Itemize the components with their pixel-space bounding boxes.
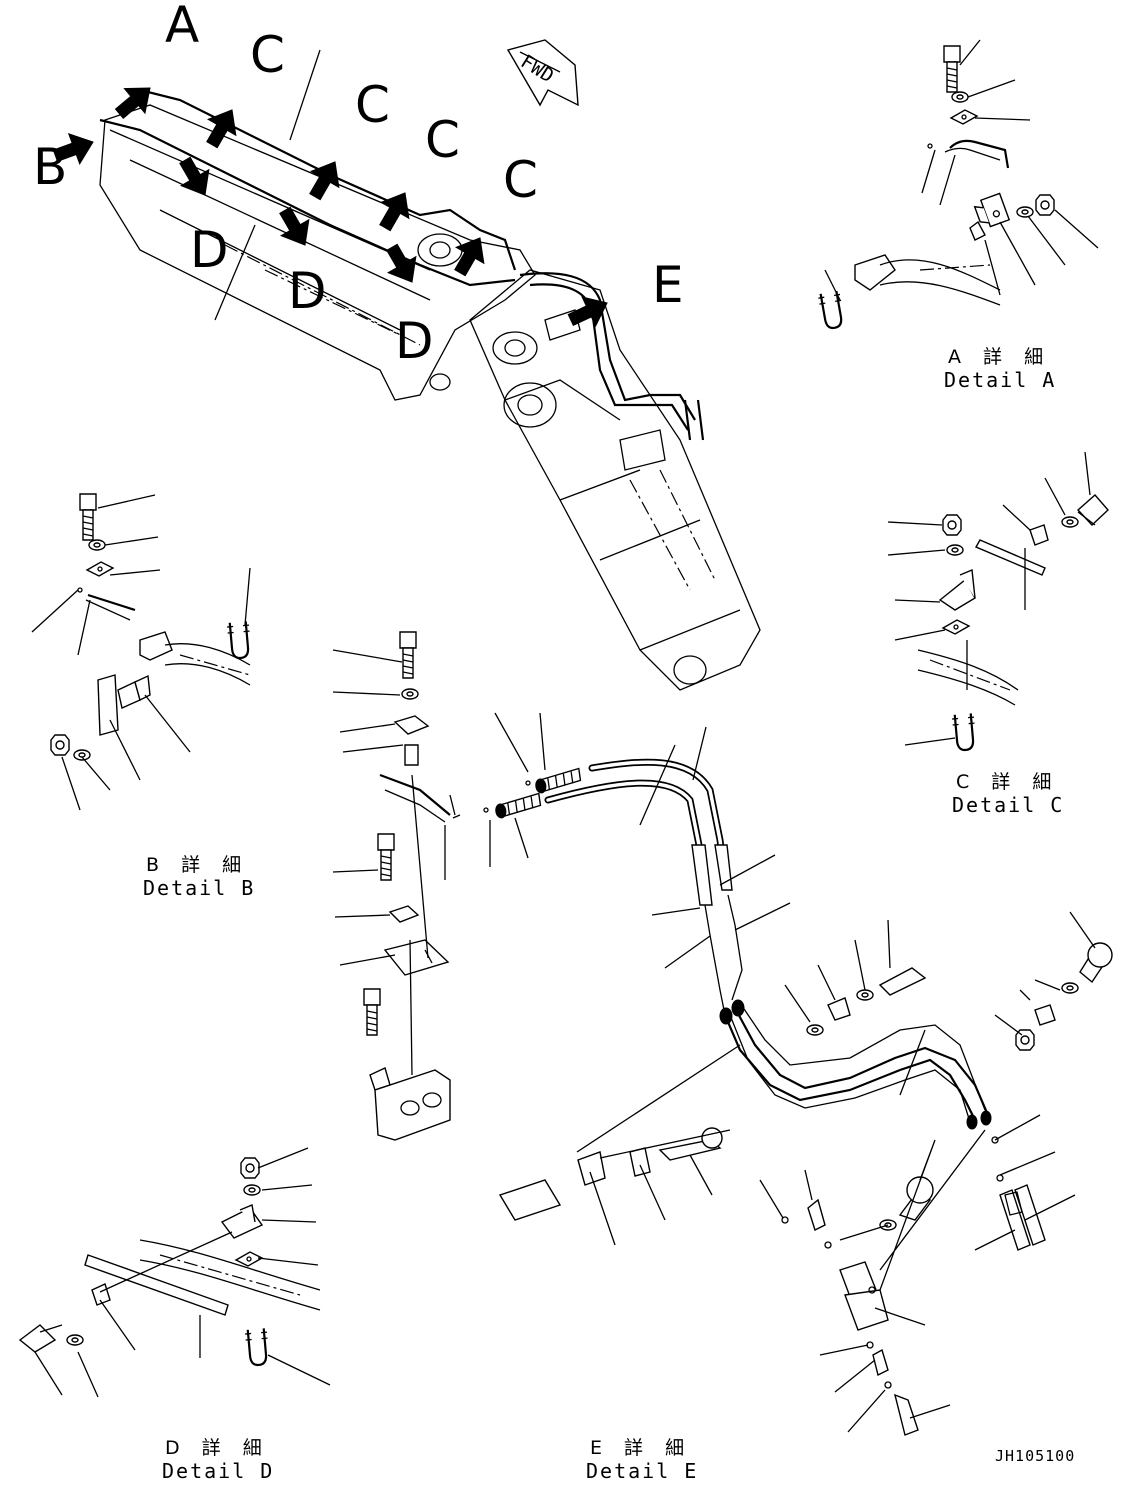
detail-a-title-jp: A 詳 細	[948, 346, 1052, 368]
detail-d-title-jp: D 詳 細	[165, 1437, 270, 1459]
detail-e-drawing	[332, 631, 1113, 1436]
boom-arm-assembly	[49, 49, 761, 691]
detail-c-title-en: Detail C	[952, 793, 1065, 817]
fwd-direction-arrow	[506, 39, 579, 107]
detail-c-title-jp: C 詳 細	[956, 771, 1060, 793]
detail-c-drawing	[887, 451, 1109, 753]
detail-b-title-jp: B 詳 細	[146, 854, 250, 876]
view-letter-c: C	[503, 151, 538, 209]
view-letter-c: C	[355, 76, 390, 134]
detail-e-title-jp: E 詳 細	[590, 1437, 693, 1459]
detail-d-title-en: Detail D	[162, 1459, 275, 1483]
detail-e-title-en: Detail E	[586, 1459, 699, 1483]
detail-a-drawing	[816, 39, 1099, 331]
detail-d-drawing	[18, 1147, 331, 1398]
view-letter-c: C	[250, 26, 285, 84]
view-letter-a: A	[165, 0, 200, 54]
detail-b-title-en: Detail B	[143, 876, 256, 900]
drawing-code: JH105100	[995, 1447, 1076, 1465]
view-letter-d: D	[395, 312, 434, 370]
view-letter-d: D	[190, 221, 229, 279]
view-letter-b: B	[33, 138, 68, 196]
view-letter-e: E	[652, 256, 684, 314]
view-letter-c: C	[425, 111, 460, 169]
view-letter-d: D	[288, 262, 327, 320]
detail-a-title-en: Detail A	[944, 368, 1057, 392]
detail-b-drawing	[31, 493, 253, 811]
